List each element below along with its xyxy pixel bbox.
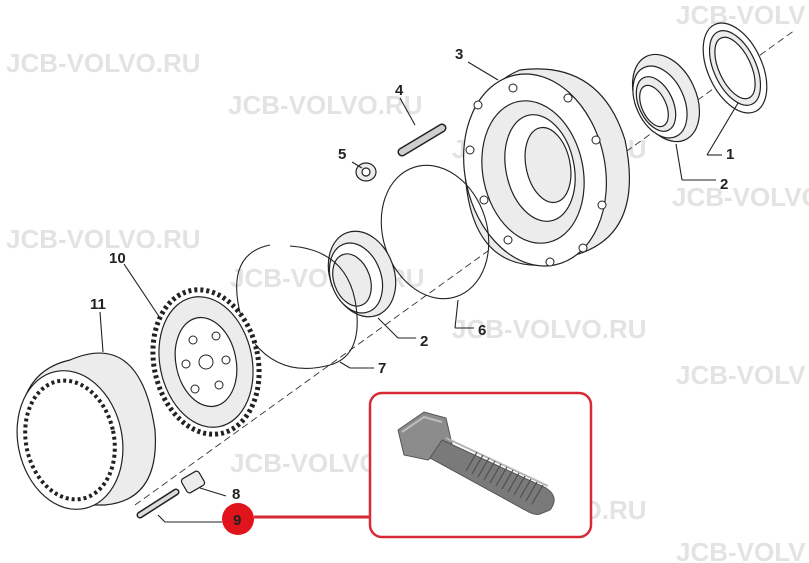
highlight-callout: 9 xyxy=(222,503,372,535)
enlarged-bolt xyxy=(397,411,555,515)
part-bolt-small xyxy=(136,488,180,519)
callout-1: 1 xyxy=(726,146,734,163)
callout-2-top: 2 xyxy=(720,176,728,193)
zoom-frame xyxy=(368,391,593,539)
callout-4: 4 xyxy=(395,82,404,99)
callout-2-middle: 2 xyxy=(420,333,428,350)
watermark-6: JCB-VOLVO.RU xyxy=(452,314,647,344)
part-wheel-hub xyxy=(463,68,631,267)
watermark-10: JCB-VOLV xyxy=(676,0,806,30)
part-wheel-stud xyxy=(397,123,447,157)
part-o-ring xyxy=(380,164,490,300)
highlight-badge xyxy=(222,503,254,535)
part-seal-ring xyxy=(702,22,768,114)
leader-lines xyxy=(99,61,739,523)
callout-5: 5 xyxy=(338,146,346,163)
part-ring-gear xyxy=(16,352,157,510)
part-gear-carrier xyxy=(150,287,262,437)
callout-9: 9 xyxy=(233,512,241,529)
watermark-5: JCB-VOLVO.RU xyxy=(672,182,809,212)
part-bearing-middle xyxy=(327,230,397,318)
part-snap-ring xyxy=(236,244,358,369)
watermark-11: JCB-VOLV xyxy=(676,360,806,390)
watermark-3: JCB-VOLVO.RU xyxy=(6,224,201,254)
callout-6: 6 xyxy=(478,322,486,339)
watermark-1: JCB-VOLVO.RU xyxy=(6,48,201,78)
watermark-2: JCB-VOLVO.RU xyxy=(228,90,423,120)
callout-11: 11 xyxy=(90,296,106,313)
part-bushing xyxy=(180,470,206,494)
callout-3: 3 xyxy=(455,46,463,63)
callout-10: 10 xyxy=(109,250,126,267)
watermark-12: JCB-VOLV xyxy=(676,537,806,563)
callout-7: 7 xyxy=(378,360,386,377)
callouts: 1 2 3 4 5 10 11 2 6 7 8 xyxy=(90,46,734,503)
part-bearing-top xyxy=(631,53,701,143)
callout-8: 8 xyxy=(232,486,240,503)
